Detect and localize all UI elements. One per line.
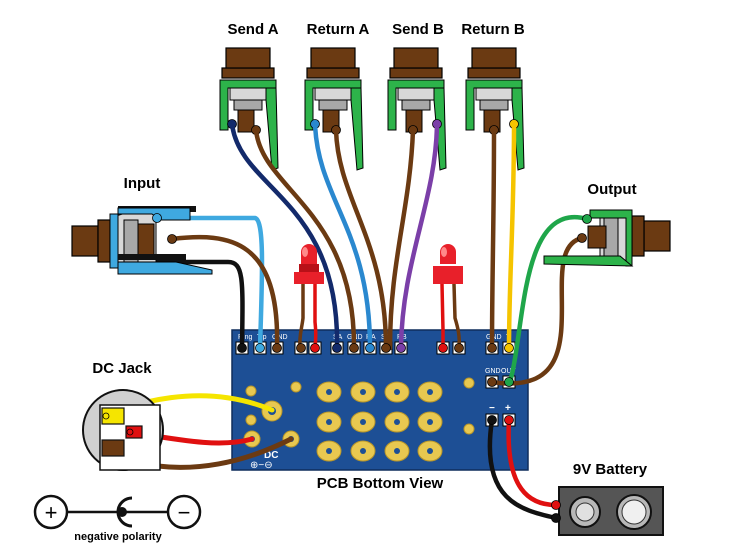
polarity-symbol: + − xyxy=(33,494,202,530)
wire-send-b-gnd xyxy=(387,127,416,351)
label-send-b: Send B xyxy=(392,21,444,38)
pin-label-dc-polarity: ⊕−⊖ xyxy=(250,460,273,471)
top-jacks xyxy=(219,47,525,171)
label-return-b: Return B xyxy=(461,21,525,38)
wire-input-tip xyxy=(154,215,265,351)
jack-send-a xyxy=(219,47,279,171)
pin-label-gnd-in: GND xyxy=(272,334,288,341)
wire-battery-minus xyxy=(487,417,559,521)
label-input: Input xyxy=(124,175,161,192)
wire-send-a-tip xyxy=(229,121,340,351)
polarity-plus: + xyxy=(45,500,58,525)
pin-label-out: OUT xyxy=(501,368,517,375)
wires xyxy=(103,121,590,521)
input-jack xyxy=(71,206,213,275)
wire-send-a-gnd xyxy=(253,127,357,351)
wire-input-gnd xyxy=(169,234,280,351)
wire-return-a-gnd xyxy=(333,127,389,351)
label-return-a: Return A xyxy=(307,21,370,38)
wire-return-b-gnd xyxy=(489,127,497,351)
wire-return-b-tip xyxy=(506,121,517,351)
wire-return-a-tip xyxy=(312,121,373,351)
wire-output-tip xyxy=(507,214,590,385)
output-jack xyxy=(543,209,671,267)
wire-send-b-tip xyxy=(398,121,440,351)
wire-input-ring xyxy=(147,259,245,351)
pin-label-ring: Ring xyxy=(238,334,253,341)
label-send-a: Send A xyxy=(227,21,278,38)
wire-output-gnd xyxy=(489,235,585,386)
jack-return-b xyxy=(465,47,525,171)
dc-jack xyxy=(82,389,164,471)
battery-9v xyxy=(551,486,664,536)
jack-return-a xyxy=(304,47,364,171)
led-1 xyxy=(294,244,324,284)
pin-label-dc: DC xyxy=(264,450,278,461)
led1-lead-k xyxy=(313,282,318,350)
label-negative-polarity: negative polarity xyxy=(74,531,162,543)
label-output: Output xyxy=(587,181,636,198)
jack-send-b xyxy=(387,47,447,171)
pin-label-plus: + xyxy=(505,403,511,414)
pin-label-minus: − xyxy=(489,403,495,414)
led-2 xyxy=(433,244,463,284)
wire-battery-plus xyxy=(506,417,559,508)
pad-wire-dots xyxy=(237,343,514,425)
pin-label-gnd2: GND xyxy=(485,368,501,375)
led2-lead-a xyxy=(440,282,445,350)
label-battery: 9V Battery xyxy=(573,461,648,478)
polarity-minus: − xyxy=(178,500,191,525)
label-dc-jack: DC Jack xyxy=(92,360,152,377)
label-pcb-bottom-view: PCB Bottom View xyxy=(317,475,444,492)
